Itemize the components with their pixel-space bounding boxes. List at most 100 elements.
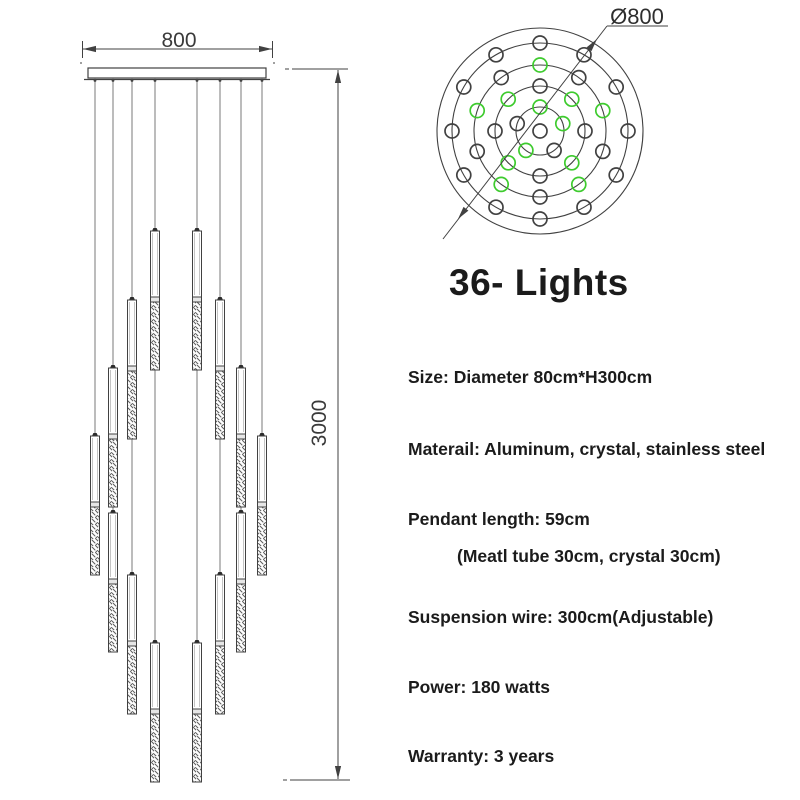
dimension-arrow <box>334 766 342 779</box>
tube-collar <box>90 501 100 508</box>
dimension-arrow <box>83 45 96 53</box>
height-dimension-label: 3000 <box>308 400 331 447</box>
light-position-green <box>532 99 548 115</box>
tube-collar <box>236 433 246 440</box>
light-position-green <box>563 91 580 108</box>
pendant-light <box>127 297 137 440</box>
spec-line-5: Power: 180 watts <box>408 677 550 697</box>
spec-line-4: Suspension wire: 300cm(Adjustable) <box>408 607 714 627</box>
pendant-cap <box>129 572 135 575</box>
light-position <box>469 143 486 160</box>
metal-tube <box>127 574 137 642</box>
light-position <box>608 167 625 183</box>
pendant-cap <box>238 510 244 513</box>
tube-collar <box>215 640 225 647</box>
pendant-light <box>236 365 246 508</box>
light-position <box>488 199 504 216</box>
pendant-light <box>257 433 267 576</box>
metal-tube <box>90 435 100 503</box>
pendant-cap <box>194 228 200 231</box>
metal-tube <box>215 574 225 642</box>
light-position <box>488 46 504 63</box>
crystal-tube <box>108 583 118 653</box>
crystal-tube <box>150 713 160 783</box>
light-position-green <box>518 142 534 159</box>
wire-anchor <box>218 79 222 82</box>
crystal-tube <box>236 438 246 508</box>
pendant-light <box>192 640 202 783</box>
light-position <box>577 123 593 139</box>
metal-tube <box>215 299 225 367</box>
wire-anchor <box>260 79 264 82</box>
crystal-tube <box>215 645 225 715</box>
light-position <box>487 123 503 139</box>
tube-collar <box>215 365 225 372</box>
light-position <box>570 69 587 86</box>
light-position <box>532 78 548 94</box>
light-position <box>608 79 625 95</box>
light-position <box>532 35 548 51</box>
light-position <box>493 69 510 86</box>
crystal-tube <box>127 370 137 440</box>
metal-tube <box>192 230 202 298</box>
tube-collar <box>127 365 137 372</box>
metal-tube <box>108 512 118 580</box>
light-position <box>509 115 526 132</box>
wire-anchor <box>195 79 199 82</box>
crystal-tube <box>236 583 246 653</box>
light-position-green <box>554 115 571 132</box>
metal-tube <box>257 435 267 503</box>
pendant-light <box>150 640 160 783</box>
light-position-green <box>563 154 580 171</box>
light-position <box>455 167 472 183</box>
pendant-cap <box>217 297 223 300</box>
tube-collar <box>127 640 137 647</box>
light-position <box>532 168 548 184</box>
light-position-green <box>594 102 611 119</box>
width-dimension-label: 800 <box>161 29 196 52</box>
spec-line-1: Materail: Aluminum, crystal, stainless s… <box>408 439 766 459</box>
light-position <box>620 123 636 139</box>
crystal-tube <box>150 301 160 371</box>
tube-collar <box>108 433 118 440</box>
light-position <box>532 123 548 139</box>
crystal-tube <box>108 438 118 508</box>
light-position <box>576 46 592 63</box>
dimension-arrow <box>586 39 597 52</box>
light-position-green <box>570 176 587 193</box>
pendant-light <box>90 433 100 576</box>
light-position <box>594 143 611 160</box>
pendant-cap <box>217 572 223 575</box>
light-position <box>546 142 562 159</box>
pendant-light <box>150 228 160 371</box>
pendant-light <box>215 572 225 715</box>
metal-tube <box>236 512 246 580</box>
wire-anchor <box>111 79 115 82</box>
metal-tube <box>150 642 160 710</box>
pendant-cap <box>92 433 98 436</box>
crystal-tube <box>215 370 225 440</box>
crystal-tube <box>257 506 267 576</box>
ceiling-plate <box>84 67 270 81</box>
metal-tube <box>108 367 118 435</box>
height-dimension: 3000 <box>283 68 350 781</box>
spec-line-2: Pendant length: 59cm <box>408 509 590 529</box>
tube-collar <box>150 708 160 715</box>
light-position <box>455 79 472 95</box>
light-position-green <box>532 57 548 73</box>
width-dimension: 800 <box>80 29 275 64</box>
pendant-light <box>215 297 225 440</box>
light-position <box>576 199 592 216</box>
dimension-arrow <box>259 45 272 53</box>
side-view-diagram: 800 3000 <box>80 29 350 783</box>
pendant-cap <box>259 433 265 436</box>
tube-collar <box>236 578 246 585</box>
metal-tube <box>150 230 160 298</box>
wire-anchor <box>153 79 157 82</box>
plate-ring <box>436 27 644 235</box>
pendant-cap <box>152 640 158 643</box>
crystal-tube <box>192 301 202 371</box>
wire-anchor <box>93 79 97 82</box>
